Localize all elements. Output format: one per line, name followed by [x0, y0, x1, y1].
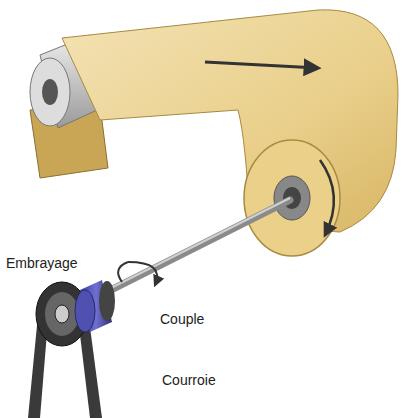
part-label: Embrayage: [6, 255, 78, 272]
clutch-back: [99, 281, 115, 321]
left-roll-end: [30, 58, 70, 126]
roll-rotation-arrow: [320, 160, 334, 235]
part-label: Courroie: [162, 372, 216, 389]
torque-arrow: [128, 262, 157, 285]
torque-arrow-tail: [118, 262, 128, 282]
web-direction-arrow: [205, 62, 318, 68]
part-label: Couple: [160, 311, 204, 328]
pulley-ring: [45, 292, 79, 336]
web-band: [62, 10, 398, 232]
shaft: [95, 200, 290, 298]
pulley-hub: [55, 305, 69, 323]
shaft-highlight: [95, 198, 290, 296]
clutch-face: [75, 290, 95, 332]
left-roll-hub: [42, 79, 58, 105]
